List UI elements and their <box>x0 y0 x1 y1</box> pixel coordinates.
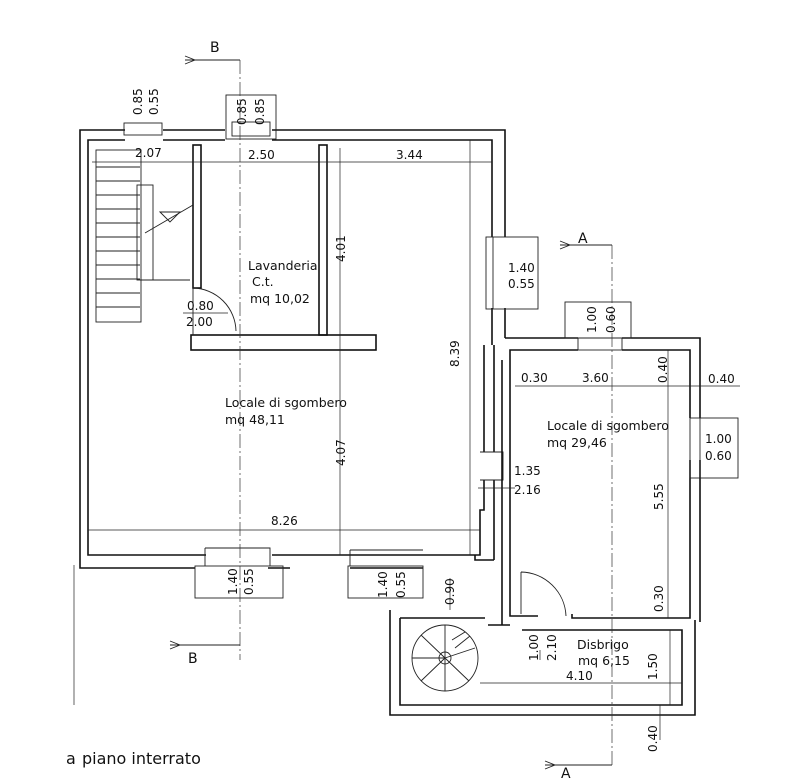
dim-3-60: 3.60 <box>582 371 609 385</box>
dim-0-30-bottom: 0.30 <box>652 585 666 612</box>
dim-1-00-top: 1.00 <box>585 306 599 333</box>
dim-0-60-right: 0.60 <box>705 449 732 463</box>
room-locale-main-name: Locale di sgombero <box>225 395 347 410</box>
dim-1-40-bottom-b: 1.40 <box>376 571 390 598</box>
room-locale-right-name: Locale di sgombero <box>547 418 669 433</box>
dim-2-07: 2.07 <box>135 146 162 160</box>
room-locale-right-area: mq 29,46 <box>547 435 607 450</box>
dim-4-01: 4.01 <box>334 235 348 262</box>
dim-1-40-right: 1.40 <box>508 261 535 275</box>
dim-8-26: 8.26 <box>271 514 298 528</box>
dim-0-60-top: 0.60 <box>604 306 618 333</box>
dim-2-10: 2.10 <box>545 634 559 661</box>
plan-caption: piano interrato <box>82 749 201 768</box>
section-b-bottom-label: B <box>188 651 198 667</box>
section-a-bottom-label: A <box>561 766 571 780</box>
dim-0-85-top-mid-b: 0.85 <box>253 98 267 125</box>
dim-0-40-bottom: 0.40 <box>646 725 660 752</box>
dim-0-90: 0.90 <box>443 578 457 605</box>
dim-0-55-bottom-a: 0.55 <box>242 568 256 595</box>
room-disbrigo-area: mq 6,15 <box>578 653 630 668</box>
dim-0-80: 0.80 <box>187 299 214 313</box>
dim-1-00-door: 1.00 <box>527 634 541 661</box>
dim-0-30-left: 0.30 <box>521 371 548 385</box>
section-lines <box>169 55 613 770</box>
caption-prefix: a <box>66 749 76 768</box>
spiral-stair <box>411 624 479 692</box>
dimension-lines <box>88 140 740 740</box>
dim-1-40-bottom-a: 1.40 <box>226 568 240 595</box>
section-a-top-label: A <box>578 231 588 247</box>
main-block-walls <box>79 129 506 569</box>
dim-1-00-right: 1.00 <box>705 432 732 446</box>
dim-3-44: 3.44 <box>396 148 423 162</box>
room-disbrigo-name: Disbrigo <box>577 637 629 652</box>
dim-1-50: 1.50 <box>646 653 660 680</box>
dim-0-55-bottom-b: 0.55 <box>394 571 408 598</box>
dim-8-39: 8.39 <box>448 340 462 367</box>
windows-main <box>123 94 539 599</box>
room-lavanderia-sub: C.t. <box>252 274 274 289</box>
dim-4-07: 4.07 <box>334 439 348 466</box>
dim-0-40-top: 0.40 <box>656 356 670 383</box>
dim-0-55-top-left: 0.55 <box>147 88 161 115</box>
dim-0-85-top-left: 0.85 <box>131 88 145 115</box>
dim-2-00: 2.00 <box>186 315 213 329</box>
room-locale-main-area: mq 48,11 <box>225 412 285 427</box>
right-block-walls <box>389 301 739 716</box>
section-b-top-label: B <box>210 40 220 56</box>
room-lavanderia-area: mq 10,02 <box>250 291 310 306</box>
dim-0-55-right: 0.55 <box>508 277 535 291</box>
dim-4-10: 4.10 <box>566 669 593 683</box>
dim-2-16: 2.16 <box>514 483 541 497</box>
dim-0-40-outer: 0.40 <box>708 372 735 386</box>
room-lavanderia-name: Lavanderia <box>248 258 318 273</box>
dim-1-35: 1.35 <box>514 464 541 478</box>
dim-0-85-top-mid-a: 0.85 <box>235 98 249 125</box>
dim-5-55: 5.55 <box>652 483 666 510</box>
dim-2-50: 2.50 <box>248 148 275 162</box>
